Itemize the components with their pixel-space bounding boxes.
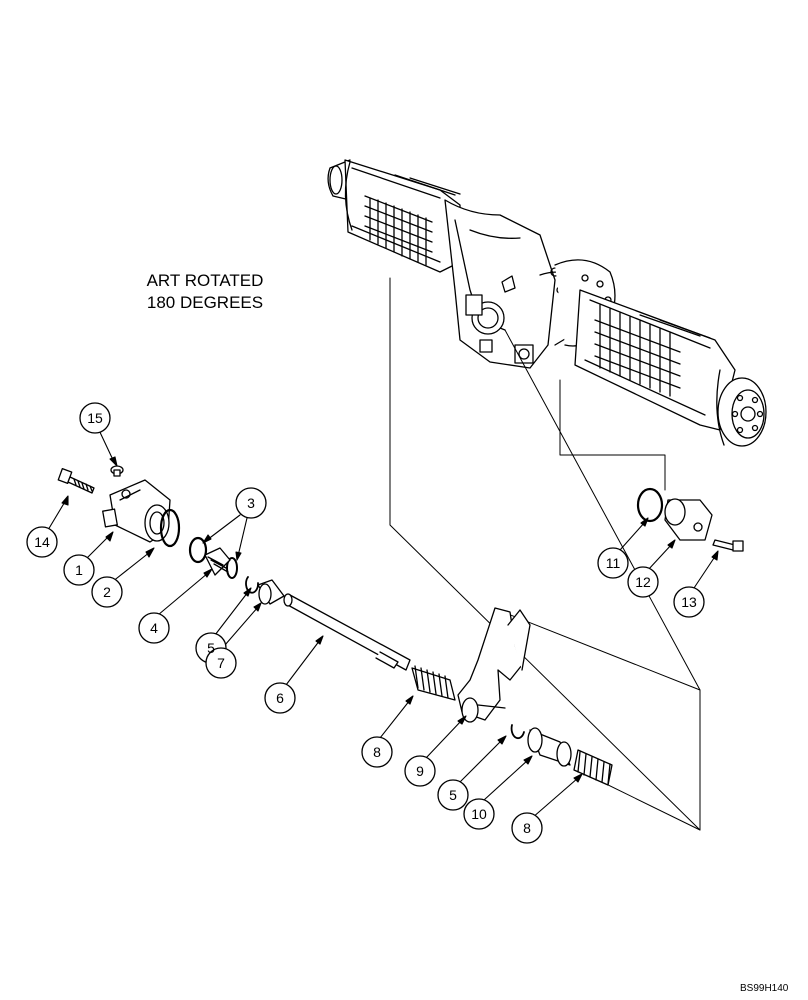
- callout-12: [627, 566, 659, 598]
- callout-label-7: 7: [217, 655, 225, 671]
- callout-label-12: 12: [635, 574, 651, 590]
- callout-1: [63, 554, 95, 586]
- callout-label-13: 13: [681, 594, 697, 610]
- callout-circles: [26, 402, 705, 844]
- callout-5b: [437, 779, 469, 811]
- part-3-ring-a: [188, 536, 208, 564]
- part-9-shift-fork: [457, 607, 531, 723]
- part-14-bolt: [57, 468, 95, 494]
- callout-label-1: 1: [75, 562, 83, 578]
- callout-label-3: 3: [247, 495, 255, 511]
- art-rotated-note: ART ROTATED 180 DEGREES: [120, 270, 290, 314]
- drawing-code: BS99H140: [740, 983, 789, 994]
- part-12-plug: [664, 498, 713, 541]
- callout-label-4: 4: [150, 620, 158, 636]
- callout-11: [597, 547, 629, 579]
- callout-label-9: 9: [416, 763, 424, 779]
- callout-label-8b: 8: [523, 820, 531, 836]
- callout-10: [463, 798, 495, 830]
- callout-label-5a: 5: [207, 640, 215, 656]
- part-4-spring-seat: [204, 547, 231, 576]
- callout-label-2: 2: [103, 584, 111, 600]
- part-8-spring-a: [411, 665, 456, 701]
- callout-label-6: 6: [276, 690, 284, 706]
- part-6-shaft: [283, 593, 411, 671]
- callout-label-11: 11: [606, 555, 621, 571]
- callout-13: [673, 586, 705, 618]
- part-3-ring-b: [226, 557, 238, 579]
- callout-8b: [511, 812, 543, 844]
- callout-9: [404, 755, 436, 787]
- part-1-housing: [102, 479, 171, 543]
- callout-8a: [361, 736, 393, 768]
- callout-15: [79, 402, 111, 434]
- callout-6: [264, 682, 296, 714]
- callout-7: [205, 647, 237, 679]
- note-line-1: ART ROTATED: [146, 271, 264, 290]
- part-15-screw: [110, 465, 124, 477]
- part-7-bushing: [257, 579, 285, 605]
- part-2-o-ring: [159, 508, 181, 548]
- part-5-snap-ring-b: [510, 724, 525, 739]
- part-8-spring-b: [573, 749, 613, 786]
- callout-label-10: 10: [471, 806, 487, 822]
- callout-labels: 15 14 1 2 3 4 5 7 6 8 9 5 10 8 11 12 13: [34, 410, 697, 836]
- callout-arrows: [47, 427, 719, 819]
- callout-3: [235, 487, 267, 519]
- axle-housing: [327, 159, 767, 447]
- callout-2: [91, 576, 123, 608]
- callout-label-5b: 5: [449, 787, 457, 803]
- callout-label-15: 15: [87, 410, 103, 426]
- callout-label-14: 14: [34, 534, 50, 550]
- callout-14: [26, 526, 58, 558]
- part-13-bolt: [712, 539, 744, 552]
- part-10-sleeve: [527, 727, 572, 767]
- callout-label-8a: 8: [373, 744, 381, 760]
- part-11-o-ring: [636, 487, 664, 523]
- note-line-2: 180 DEGREES: [146, 293, 264, 312]
- callout-4: [138, 612, 170, 644]
